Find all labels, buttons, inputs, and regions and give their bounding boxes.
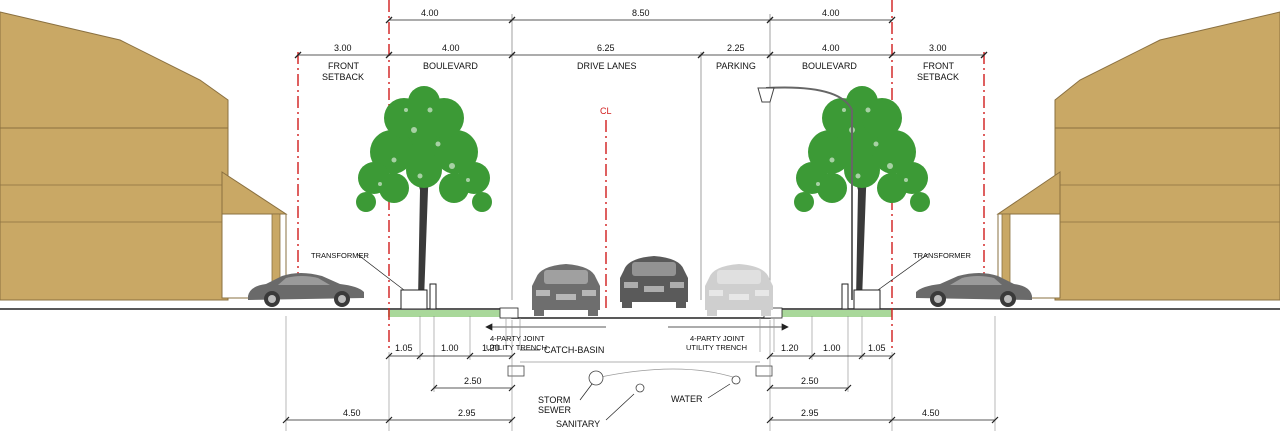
utility-pipes bbox=[507, 365, 773, 393]
dim-bottom-right-3: 1.05 bbox=[868, 343, 886, 353]
label-front-setback-left-2: SETBACK bbox=[322, 72, 364, 82]
label-sanitary: SANITARY bbox=[556, 419, 600, 429]
dim-setback-left: 3.00 bbox=[334, 43, 352, 53]
dim-bottom-left-4: 2.50 bbox=[464, 376, 482, 386]
bottom-dimension-lines bbox=[282, 352, 999, 424]
label-transformer-left: TRANSFORMER bbox=[311, 251, 370, 260]
utility-labels: 4-PARTY JOINT UTILITY TRENCH 4-PARTY JOI… bbox=[486, 334, 747, 429]
label-boulevard-right: BOULEVARD bbox=[802, 61, 857, 71]
dim-boulevard-right: 4.00 bbox=[822, 43, 840, 53]
tree-right bbox=[794, 86, 930, 300]
label-boulevard-left: BOULEVARD bbox=[423, 61, 478, 71]
house-left bbox=[0, 11, 288, 301]
zone-dividers bbox=[511, 14, 771, 300]
label-parking: PARKING bbox=[716, 61, 756, 71]
label-trench-right-2: UTILITY TRENCH bbox=[686, 343, 747, 352]
car-lane-right bbox=[620, 256, 688, 308]
ground bbox=[0, 307, 1280, 319]
dim-parking: 2.25 bbox=[727, 43, 745, 53]
label-trench-left-2: UTILITY TRENCH bbox=[486, 343, 547, 352]
label-front-setback-right-1: FRONT bbox=[923, 61, 954, 71]
dim-top-left: 4.00 bbox=[421, 8, 439, 18]
dim-bottom-left-6: 2.95 bbox=[458, 408, 476, 418]
label-front-setback-left-1: FRONT bbox=[328, 61, 359, 71]
dim-bottom-left-5: 4.50 bbox=[343, 408, 361, 418]
transformer-labels: TRANSFORMER TRANSFORMER bbox=[311, 251, 972, 260]
transformer-right-box bbox=[841, 253, 929, 310]
dim-setback-right: 3.00 bbox=[929, 43, 947, 53]
label-trench-left-1: 4-PARTY JOINT bbox=[490, 334, 545, 343]
dim-bottom-right-1: 1.20 bbox=[781, 343, 799, 353]
label-trench-right-1: 4-PARTY JOINT bbox=[690, 334, 745, 343]
tree-left bbox=[356, 86, 492, 300]
dim-bottom-left-3: 1.20 bbox=[482, 343, 500, 353]
dim-top-center: 8.50 bbox=[632, 8, 650, 18]
label-storm-sewer-1: STORM bbox=[538, 395, 570, 405]
house-right bbox=[996, 11, 1280, 301]
car-lane-left bbox=[532, 264, 600, 316]
utility-leaders bbox=[579, 383, 731, 421]
label-water: WATER bbox=[671, 394, 703, 404]
label-catch-basin: CATCH-BASIN bbox=[544, 345, 604, 355]
dim-bottom-left-2: 1.00 bbox=[441, 343, 459, 353]
label-drive-lanes: DRIVE LANES bbox=[577, 61, 637, 71]
dim-bottom-right-6: 4.50 bbox=[922, 408, 940, 418]
label-transformer-right: TRANSFORMER bbox=[913, 251, 972, 260]
dim-bottom-right-5: 2.95 bbox=[801, 408, 819, 418]
bottom-dimension-labels: 1.05 1.00 1.20 2.50 4.50 2.95 1.20 1.00 … bbox=[343, 343, 940, 418]
transformer-left-box bbox=[356, 253, 437, 310]
dim-bottom-left-1: 1.05 bbox=[395, 343, 413, 353]
top-dimension-lines bbox=[294, 16, 988, 59]
label-front-setback-right-2: SETBACK bbox=[917, 72, 959, 82]
dim-bottom-right-2: 1.00 bbox=[823, 343, 841, 353]
street-light bbox=[757, 86, 853, 300]
zone-labels: FRONT SETBACK BOULEVARD DRIVE LANES PARK… bbox=[322, 61, 959, 116]
label-storm-sewer-2: SEWER bbox=[538, 405, 572, 415]
dim-top-right: 4.00 bbox=[822, 8, 840, 18]
utility-trench-arrows bbox=[485, 318, 789, 379]
dim-boulevard-left: 4.00 bbox=[442, 43, 460, 53]
bottom-extension-lines bbox=[285, 316, 996, 431]
dim-drive-lanes: 6.25 bbox=[597, 43, 615, 53]
car-parking bbox=[705, 264, 773, 316]
top-dimension-labels: 4.00 8.50 4.00 3.00 4.00 6.25 2.25 4.00 … bbox=[334, 8, 947, 53]
dim-bottom-right-4: 2.50 bbox=[801, 376, 819, 386]
centerline-label: CL bbox=[600, 106, 612, 116]
